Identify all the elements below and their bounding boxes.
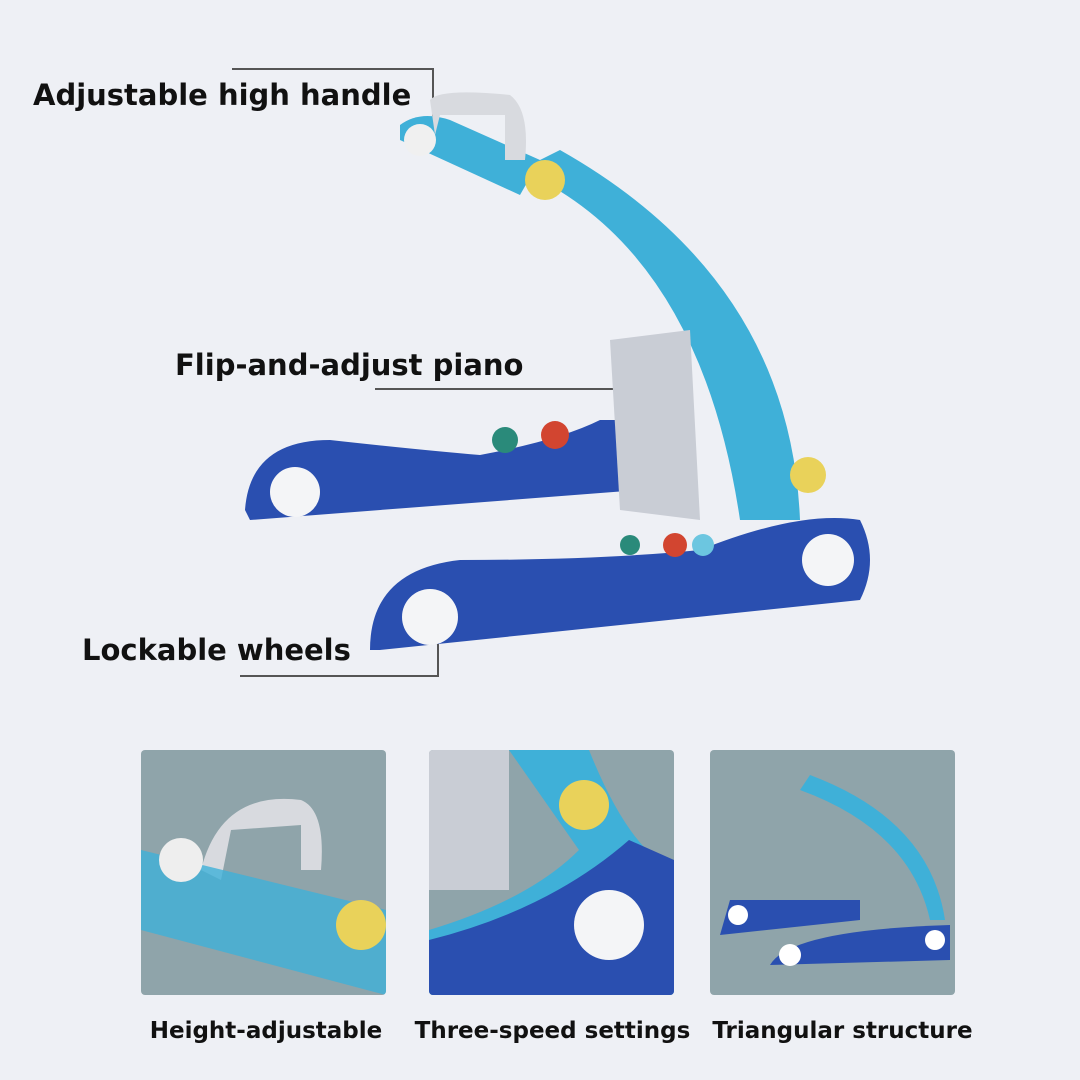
walker-illustration (245, 92, 870, 650)
callout-piano: Flip-and-adjust piano (175, 348, 524, 382)
feature-image-speed (429, 750, 674, 995)
feature-caption: Height-adjustable (149, 1018, 383, 1044)
feature-image-height (141, 750, 386, 995)
feature-image-triangle (710, 750, 955, 995)
feature-caption: Triangular structure (712, 1018, 973, 1044)
callout-handle: Adjustable high handle (33, 78, 412, 112)
callout-wheels: Lockable wheels (82, 633, 351, 667)
callout-line (240, 640, 439, 677)
feature-caption: Three-speed settings (414, 1018, 691, 1044)
